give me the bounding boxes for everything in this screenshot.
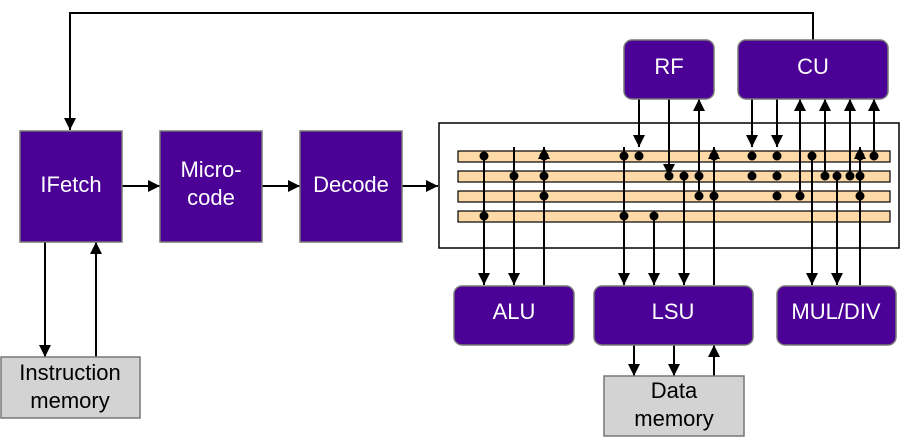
bus-junctions bbox=[479, 151, 879, 221]
bus-4 bbox=[457, 210, 891, 223]
muldiv-in-a-junction-dot-1 bbox=[807, 151, 817, 161]
lsu-out-junction-dot-2 bbox=[709, 191, 719, 201]
alu-in-b-junction-dot-1 bbox=[509, 171, 519, 181]
microcode-label-line1: Micro- bbox=[180, 157, 241, 182]
ifetch-block bbox=[19, 130, 123, 243]
alu-out-junction-dot-2 bbox=[539, 171, 549, 181]
data-memory-label-line1: Data bbox=[651, 378, 698, 403]
decode-block bbox=[299, 130, 403, 243]
data-memory-block bbox=[603, 375, 745, 437]
lsu-label: LSU bbox=[652, 299, 695, 324]
ifetch-label: IFetch bbox=[40, 172, 101, 197]
muldiv-out-junction-dot-2 bbox=[855, 171, 865, 181]
lsu-in-b-junction-dot-1 bbox=[649, 211, 659, 221]
lsu-out-junction-dot-1 bbox=[709, 151, 719, 161]
bus-1 bbox=[457, 150, 891, 163]
instruction-memory-label-line1: Instruction bbox=[19, 360, 121, 385]
data-memory-label-line2: memory bbox=[634, 406, 713, 431]
cu-block bbox=[737, 39, 889, 100]
muldiv-block bbox=[776, 285, 897, 346]
cu-in-a-junction-dot-1 bbox=[795, 191, 805, 201]
rf-read-b-junction-dot-1 bbox=[664, 171, 674, 181]
lsu-in-a-junction-dot-2 bbox=[619, 211, 629, 221]
rf-write-junction-dot-2 bbox=[694, 191, 704, 201]
muldiv-out-junction-dot-3 bbox=[855, 191, 865, 201]
cu-to-ifetch-feedback-arrow bbox=[64, 12, 814, 130]
rf-block bbox=[623, 39, 715, 100]
muldiv-in-b-junction-dot-1 bbox=[832, 171, 842, 181]
muldiv-label: MUL/DIV bbox=[791, 299, 881, 324]
instruction-memory-label-line2: memory bbox=[30, 388, 109, 413]
lsu-in-a-junction-dot-1 bbox=[619, 151, 629, 161]
lsu-in-c-junction-dot-1 bbox=[679, 171, 689, 181]
bus-wires bbox=[478, 99, 880, 285]
microcode-block bbox=[159, 130, 263, 243]
alu-in-a-junction-dot-1 bbox=[479, 151, 489, 161]
cu-label: CU bbox=[797, 54, 829, 79]
cu-out-b-junction-dot-1 bbox=[772, 151, 782, 161]
bus-3 bbox=[457, 190, 891, 203]
cu-in-c-junction-dot-1 bbox=[845, 171, 855, 181]
lsu-block bbox=[593, 285, 754, 346]
rf-write-junction-dot-1 bbox=[694, 171, 704, 181]
alu-out-junction-dot-1 bbox=[539, 151, 549, 161]
microcode-label-line2: code bbox=[187, 185, 235, 210]
cu-out-a-junction-dot-1 bbox=[747, 151, 757, 161]
alu-label: ALU bbox=[493, 299, 536, 324]
rf-read-a-junction-dot-1 bbox=[634, 151, 644, 161]
bus-group bbox=[457, 150, 891, 223]
instruction-memory-block bbox=[0, 356, 141, 419]
decode-label: Decode bbox=[313, 172, 389, 197]
alu-block bbox=[453, 285, 575, 346]
cu-in-d-junction-dot-1 bbox=[869, 151, 879, 161]
cu-in-b-junction-dot-1 bbox=[820, 171, 830, 181]
alu-in-a-junction-dot-2 bbox=[479, 211, 489, 221]
cu-out-b-junction-dot-2 bbox=[772, 171, 782, 181]
cu-out-a-junction-dot-2 bbox=[747, 171, 757, 181]
muldiv-out-junction-dot-1 bbox=[855, 151, 865, 161]
alu-out-junction-dot-3 bbox=[539, 191, 549, 201]
rf-label: RF bbox=[654, 54, 683, 79]
cu-out-b-junction-dot-3 bbox=[772, 191, 782, 201]
